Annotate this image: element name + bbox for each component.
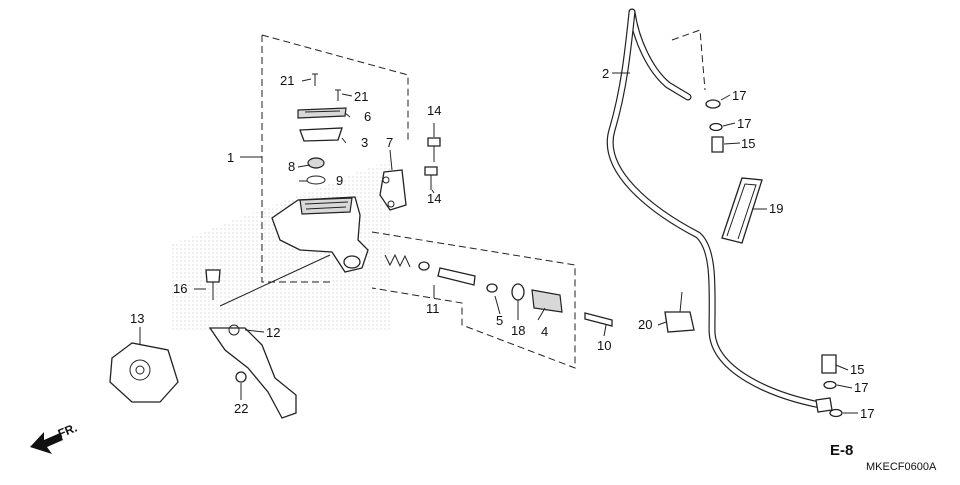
callout-11: 11 — [426, 301, 440, 316]
clutch-hose — [606, 8, 824, 409]
callout-18: 18 — [511, 323, 525, 338]
piston-group-box — [371, 231, 576, 369]
hose-bolt-group-bracket — [671, 29, 706, 91]
master-cylinder-group-box — [261, 34, 409, 283]
callout-15-bottom: 15 — [850, 362, 864, 377]
lower-banjo-bolt-washers — [815, 354, 843, 418]
callout-7: 7 — [386, 135, 393, 150]
callout-10: 10 — [597, 338, 611, 353]
holder-bolts — [424, 137, 441, 190]
callout-16: 16 — [173, 281, 187, 296]
reservoir-cap — [297, 107, 347, 119]
upper-banjo-bolt-washers — [705, 99, 724, 153]
diaphragm — [299, 127, 343, 142]
callout-21-right: 21 — [354, 89, 368, 104]
front-direction-indicator: FR. — [30, 421, 79, 454]
front-label: FR. — [56, 421, 79, 441]
callout-21-left: 21 — [280, 73, 294, 88]
callout-5: 5 — [496, 313, 503, 328]
lever-pivot-bolt — [205, 269, 221, 300]
callout-4: 4 — [541, 324, 548, 339]
callout-22: 22 — [234, 401, 248, 416]
callout-8: 8 — [288, 159, 295, 174]
callout-14-top: 14 — [427, 103, 441, 118]
reservoir-screws — [312, 73, 341, 101]
callout-17-b: 17 — [737, 116, 751, 131]
callout-12: 12 — [266, 325, 280, 340]
callout-19: 19 — [769, 201, 783, 216]
callout-13: 13 — [130, 311, 144, 326]
float-and-ring — [306, 157, 326, 185]
callout-17-a: 17 — [732, 88, 746, 103]
hose-clamp — [721, 177, 763, 244]
callout-17-d: 17 — [860, 406, 874, 421]
leader-lever-to-body — [219, 254, 331, 307]
piston-parts — [418, 261, 563, 313]
lever-nut — [235, 371, 247, 383]
lever-cover — [109, 342, 179, 403]
callout-17-c: 17 — [854, 380, 868, 395]
holder-bracket — [379, 169, 407, 211]
figure-code: MKECF0600A — [866, 461, 937, 473]
master-cylinder-body — [271, 196, 369, 273]
callout-labels: 1 2 3 4 5 6 7 8 9 10 11 12 13 14 14 15 1… — [130, 66, 874, 421]
piston-spring — [384, 253, 411, 268]
clutch-lever — [208, 324, 297, 419]
hose-guide — [664, 291, 695, 333]
pivot-bolt — [584, 312, 613, 327]
front-arrow-icon — [30, 432, 63, 454]
callout-6: 6 — [364, 109, 371, 124]
callout-14-bottom: 14 — [427, 191, 441, 206]
callout-3: 3 — [361, 135, 368, 150]
callout-2: 2 — [602, 66, 609, 81]
callout-1: 1 — [227, 150, 234, 165]
callout-15-top: 15 — [741, 136, 755, 151]
section-reference: E-8 — [830, 442, 853, 459]
callout-9: 9 — [336, 173, 343, 188]
leader-lines — [139, 72, 858, 414]
callout-20: 20 — [638, 317, 652, 332]
